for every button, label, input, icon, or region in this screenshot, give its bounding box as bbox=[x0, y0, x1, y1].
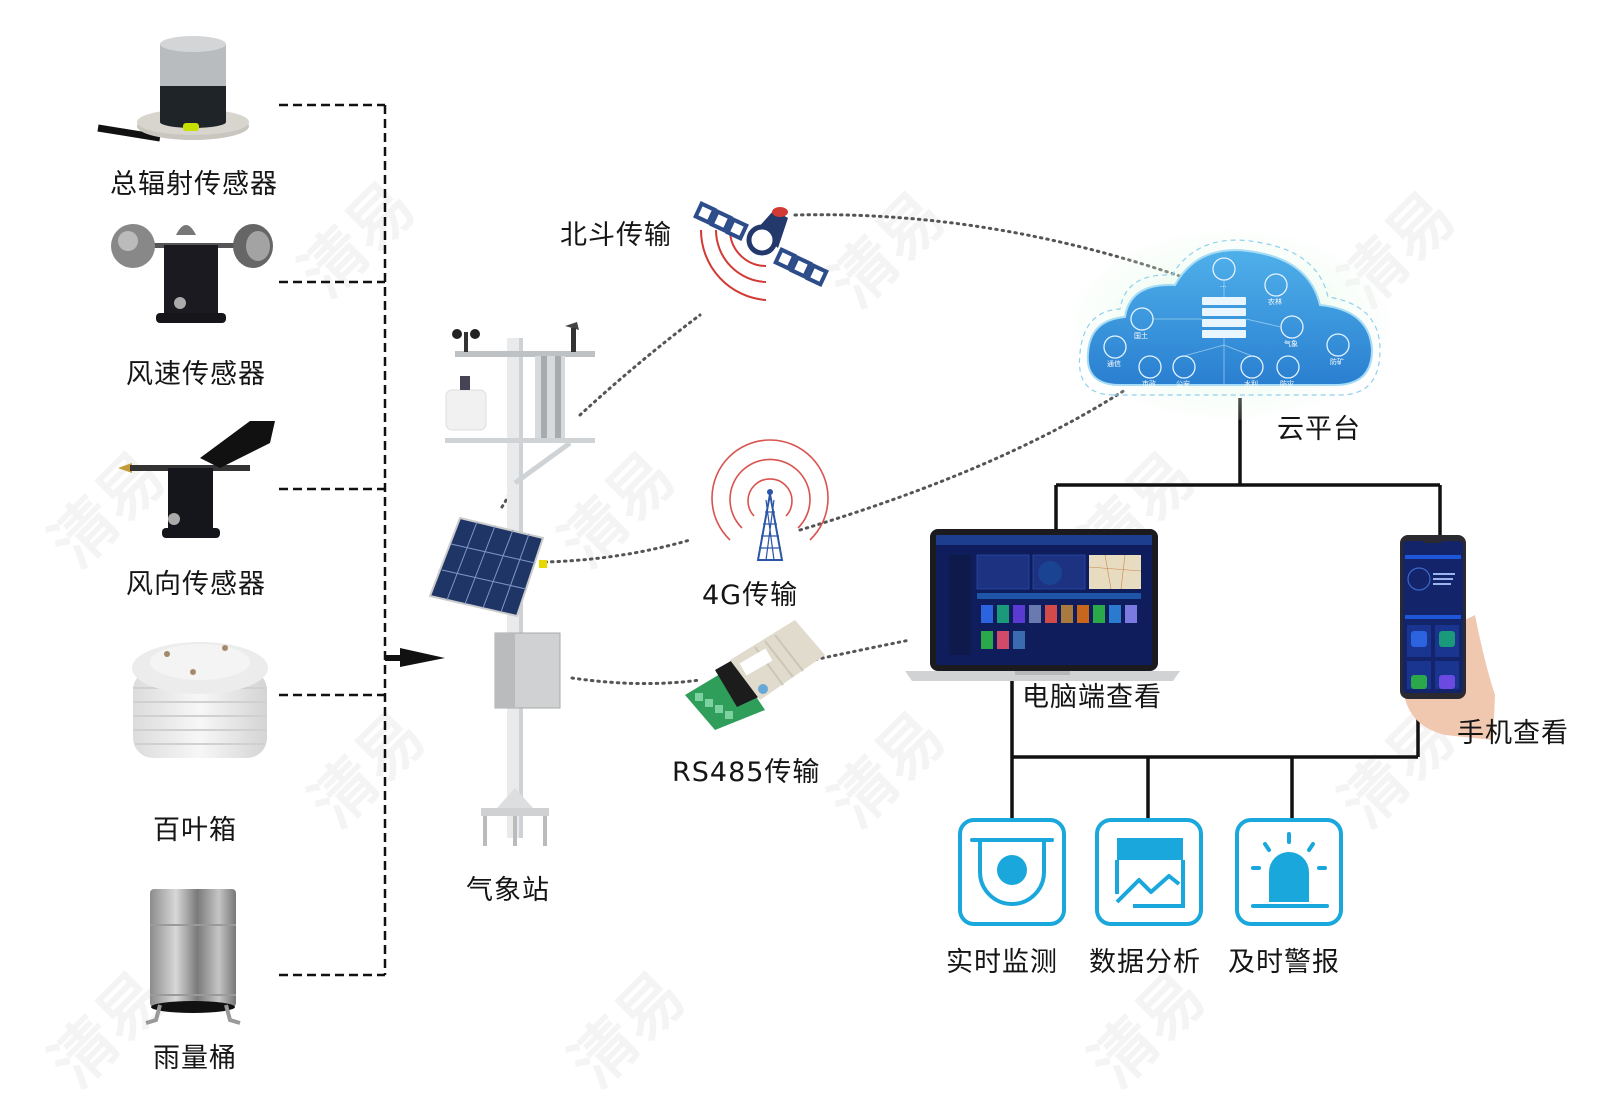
sensor-label: 百叶箱 bbox=[153, 815, 237, 846]
sensor-radiation bbox=[97, 30, 278, 142]
transmission-4g bbox=[710, 439, 830, 565]
cloud-node: 气象 bbox=[1284, 340, 1298, 348]
cloud-node: 水利 bbox=[1244, 380, 1258, 388]
pyranometer-icon bbox=[97, 36, 249, 142]
sensor-wind-speed bbox=[108, 215, 278, 335]
rain-gauge-icon bbox=[145, 889, 241, 1025]
alarm-light-icon bbox=[1251, 832, 1329, 908]
transmission-label-4g: 4G传输 bbox=[702, 580, 799, 611]
sensor-rain-gauge bbox=[138, 885, 248, 1025]
viewer-mobile bbox=[1385, 535, 1495, 745]
weather-station bbox=[425, 318, 595, 858]
chart-analysis-icon bbox=[1115, 838, 1185, 908]
feature-analysis bbox=[1095, 818, 1203, 926]
transmission-label-rs485: RS485传输 bbox=[672, 757, 821, 788]
arrow-to-station bbox=[385, 648, 445, 667]
station-label: 气象站 bbox=[466, 875, 550, 906]
cloud-platform-icon bbox=[1070, 230, 1390, 420]
transmission-label-beidou: 北斗传输 bbox=[560, 220, 672, 251]
viewer-pc bbox=[905, 527, 1180, 682]
cloud-node: 防矿 bbox=[1330, 358, 1344, 366]
feature-label: 实时监测 bbox=[946, 947, 1058, 978]
cloud-node: 市政 bbox=[1142, 380, 1156, 388]
weather-station-icon bbox=[428, 322, 595, 846]
cloud-platform: ... 农林 国土 气象 防矿 通信 市政 公安 水利 防灾 bbox=[1070, 230, 1390, 420]
viewer-label-pc: 电脑端查看 bbox=[1022, 682, 1162, 713]
rs485-converter-icon bbox=[685, 620, 825, 730]
laptop-icon bbox=[905, 529, 1180, 681]
viewer-label-mobile: 手机查看 bbox=[1457, 718, 1569, 749]
cloud-node: 公安 bbox=[1176, 380, 1190, 388]
cloud-node: 防灾 bbox=[1280, 380, 1294, 388]
cloud-label: 云平台 bbox=[1277, 414, 1361, 445]
satellite-icon bbox=[693, 201, 829, 301]
sensor-label: 总辐射传感器 bbox=[110, 169, 278, 200]
transmission-rs485 bbox=[675, 615, 830, 730]
sensor-bracket bbox=[279, 103, 387, 977]
sensor-louver-box bbox=[125, 630, 275, 765]
camera-monitor-icon bbox=[970, 838, 1054, 906]
transmission-beidou bbox=[693, 200, 829, 310]
cloud-node: 通信 bbox=[1107, 360, 1121, 368]
anemometer-icon bbox=[111, 224, 273, 323]
smartphone-icon bbox=[1400, 535, 1495, 740]
feature-label: 数据分析 bbox=[1089, 947, 1201, 978]
cloud-node: ... bbox=[1220, 281, 1227, 289]
sensor-label: 雨量桶 bbox=[153, 1043, 237, 1074]
feature-monitor bbox=[958, 818, 1066, 926]
louver-box-icon bbox=[132, 642, 268, 758]
sensor-label: 风向传感器 bbox=[126, 569, 266, 600]
feature-alarm bbox=[1235, 818, 1343, 926]
cloud-node: 国土 bbox=[1134, 332, 1148, 340]
feature-label: 及时警报 bbox=[1228, 947, 1340, 978]
wind-vane-icon bbox=[118, 421, 275, 538]
cell-tower-icon bbox=[711, 439, 829, 561]
cloud-node: 农林 bbox=[1268, 298, 1282, 306]
sensor-label: 风速传感器 bbox=[126, 359, 266, 390]
sensor-wind-direction bbox=[110, 413, 285, 548]
